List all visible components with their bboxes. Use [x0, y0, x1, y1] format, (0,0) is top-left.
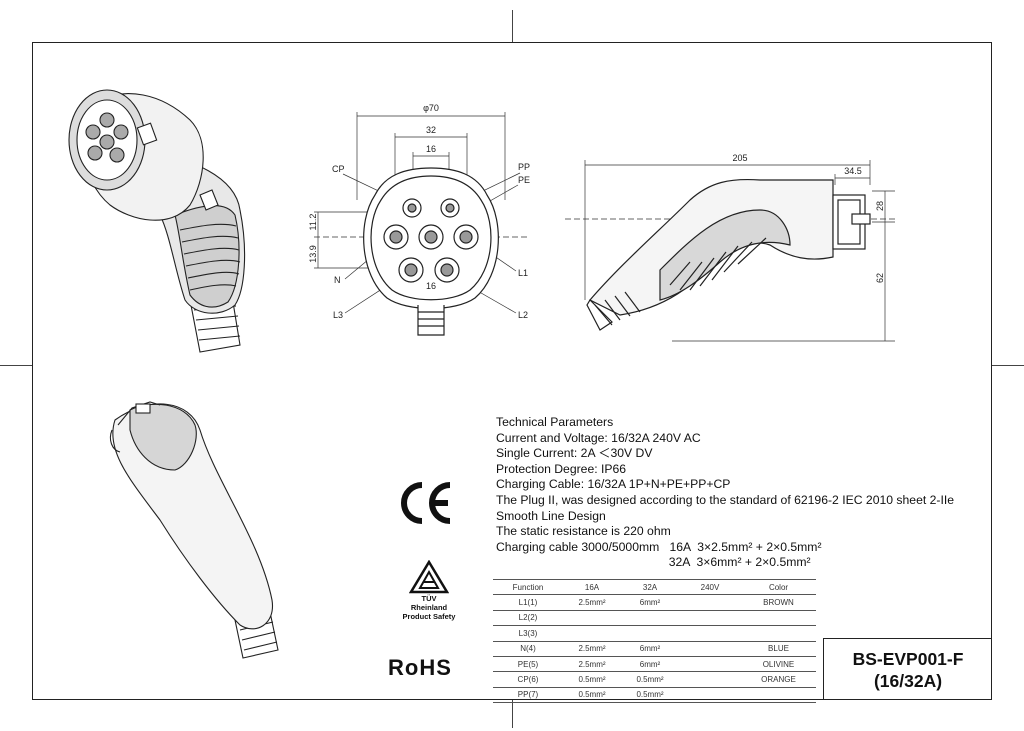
spec-line: Charging Cable: 16/32A 1P+N+PE+PP+CP — [496, 477, 731, 492]
table-header-row: Function 16A 32A 240V Color — [493, 578, 816, 596]
table-header-cell: Color — [741, 578, 816, 596]
pin-label-l1: L1 — [518, 268, 528, 278]
table-header-cell: 240V — [679, 578, 741, 596]
table-row: L1(1) 2.5mm² 6mm² BROWN — [493, 594, 816, 611]
sheet-mark-top — [512, 10, 513, 42]
model-title-block: BS-EVP001-F (16/32A) — [823, 638, 992, 700]
dim-205: 205 — [732, 153, 747, 163]
table-cell: L2(2) — [493, 610, 563, 627]
spec-line: 32A 3×6mm² + 2×0.5mm² — [496, 555, 811, 570]
plug-front-view: φ70 32 16 16 11.2 13.9 CP PP PE N L1 L2 … — [308, 103, 530, 336]
dim-28: 28 — [875, 201, 885, 211]
table-cell: ORANGE — [741, 671, 816, 688]
table-cell: 0.5mm² — [563, 671, 621, 688]
table-row: L3(3) — [493, 625, 816, 642]
table-cell — [679, 610, 741, 627]
plug-perspective-view — [68, 89, 246, 353]
table-row: L2(2) — [493, 610, 816, 627]
table-cell — [563, 610, 621, 627]
table-cell — [621, 610, 679, 627]
table-cell — [741, 625, 816, 642]
plug-side-view: 205 34.5 28 62 — [565, 153, 895, 342]
tuv-line2: Rheinland — [410, 603, 448, 612]
spec-line: Single Current: 2A ＜30V DV — [496, 446, 653, 461]
table-cell — [679, 687, 741, 704]
table-cell: PE(5) — [493, 656, 563, 673]
plug-rear-perspective-view — [109, 401, 279, 659]
table-cell: 2.5mm² — [563, 594, 621, 611]
dim-diameter: φ70 — [423, 103, 439, 113]
model-rating: (16/32A) — [873, 671, 943, 691]
dim-16-lower: 16 — [426, 281, 436, 291]
table-cell: OLIVINE — [741, 656, 816, 673]
model-number: BS-EVP001-F — [852, 649, 964, 669]
table-header-cell: 16A — [563, 578, 621, 596]
pin-label-l2: L2 — [518, 310, 528, 320]
tuv-triangle-icon — [409, 560, 449, 594]
dim-11-2: 11.2 — [308, 214, 318, 231]
table-cell — [741, 610, 816, 627]
spec-line: Smooth Line Design — [496, 508, 606, 523]
tuv-mark: TÜV Rheinland Product Safety — [384, 560, 474, 621]
pin-label-pp: PP — [518, 162, 530, 172]
dim-13-9: 13.9 — [308, 245, 318, 263]
rohs-mark: RoHS — [388, 655, 452, 680]
spec-line: Current and Voltage: 16/32A 240V AC — [496, 430, 701, 445]
table-cell: BROWN — [741, 594, 816, 611]
spec-line: The static resistance is 220 ohm — [496, 524, 671, 539]
pin-label-n: N — [334, 275, 341, 285]
dim-32: 32 — [426, 125, 436, 135]
ce-mark: CE — [401, 482, 451, 524]
pin-label-cp: CP — [332, 164, 345, 174]
pin-label-l3: L3 — [333, 310, 343, 320]
table-cell — [741, 687, 816, 704]
sheet-mark-bottom — [512, 700, 513, 728]
table-row: PP(7) 0.5mm² 0.5mm² — [493, 687, 816, 704]
table-cell: BLUE — [741, 641, 816, 657]
table-cell: PP(7) — [493, 687, 563, 704]
table-cell: 2.5mm² — [563, 641, 621, 657]
dim-16-upper: 16 — [426, 144, 436, 154]
technical-parameters: Technical Parameters Current and Voltage… — [496, 415, 954, 571]
table-cell — [563, 625, 621, 642]
table-row: CP(6) 0.5mm² 0.5mm² ORANGE — [493, 671, 816, 688]
table-cell: 0.5mm² — [621, 687, 679, 704]
table-cell: N(4) — [493, 641, 563, 657]
table-cell: CP(6) — [493, 671, 563, 688]
table-header-cell: 32A — [621, 578, 679, 596]
spec-line: Protection Degree: IP66 — [496, 461, 627, 476]
table-cell: 0.5mm² — [563, 687, 621, 704]
sheet-mark-right — [992, 365, 1024, 366]
table-cell — [679, 594, 741, 611]
table-cell — [679, 625, 741, 642]
table-cell: L3(3) — [493, 625, 563, 642]
tuv-line1: TÜV — [421, 594, 437, 603]
table-cell — [679, 656, 741, 673]
table-cell: L1(1) — [493, 594, 563, 611]
pin-label-pe: PE — [518, 175, 530, 185]
spec-title: Technical Parameters — [496, 415, 614, 429]
table-cell — [621, 625, 679, 642]
table-row: PE(5) 2.5mm² 6mm² OLIVINE — [493, 656, 816, 673]
table-cell: 2.5mm² — [563, 656, 621, 673]
table-cell: 6mm² — [621, 594, 679, 611]
dim-62: 62 — [875, 273, 885, 283]
spec-line: The Plug II, was designed according to t… — [496, 492, 955, 507]
table-cell: 0.5mm² — [621, 671, 679, 688]
spec-line: Charging cable 3000/5000mm 16A 3×2.5mm² … — [496, 539, 822, 554]
table-cell — [679, 671, 741, 688]
tuv-line3: Product Safety — [402, 612, 456, 621]
function-table: Function 16A 32A 240V Color L1(1) 2.5mm²… — [493, 578, 816, 704]
table-cell: 6mm² — [621, 641, 679, 657]
table-row: N(4) 2.5mm² 6mm² BLUE — [493, 641, 816, 657]
table-cell — [679, 641, 741, 657]
sheet-mark-left — [0, 365, 32, 366]
table-cell: 6mm² — [621, 656, 679, 673]
dim-34-5: 34.5 — [844, 166, 862, 176]
table-header-cell: Function — [493, 578, 563, 596]
